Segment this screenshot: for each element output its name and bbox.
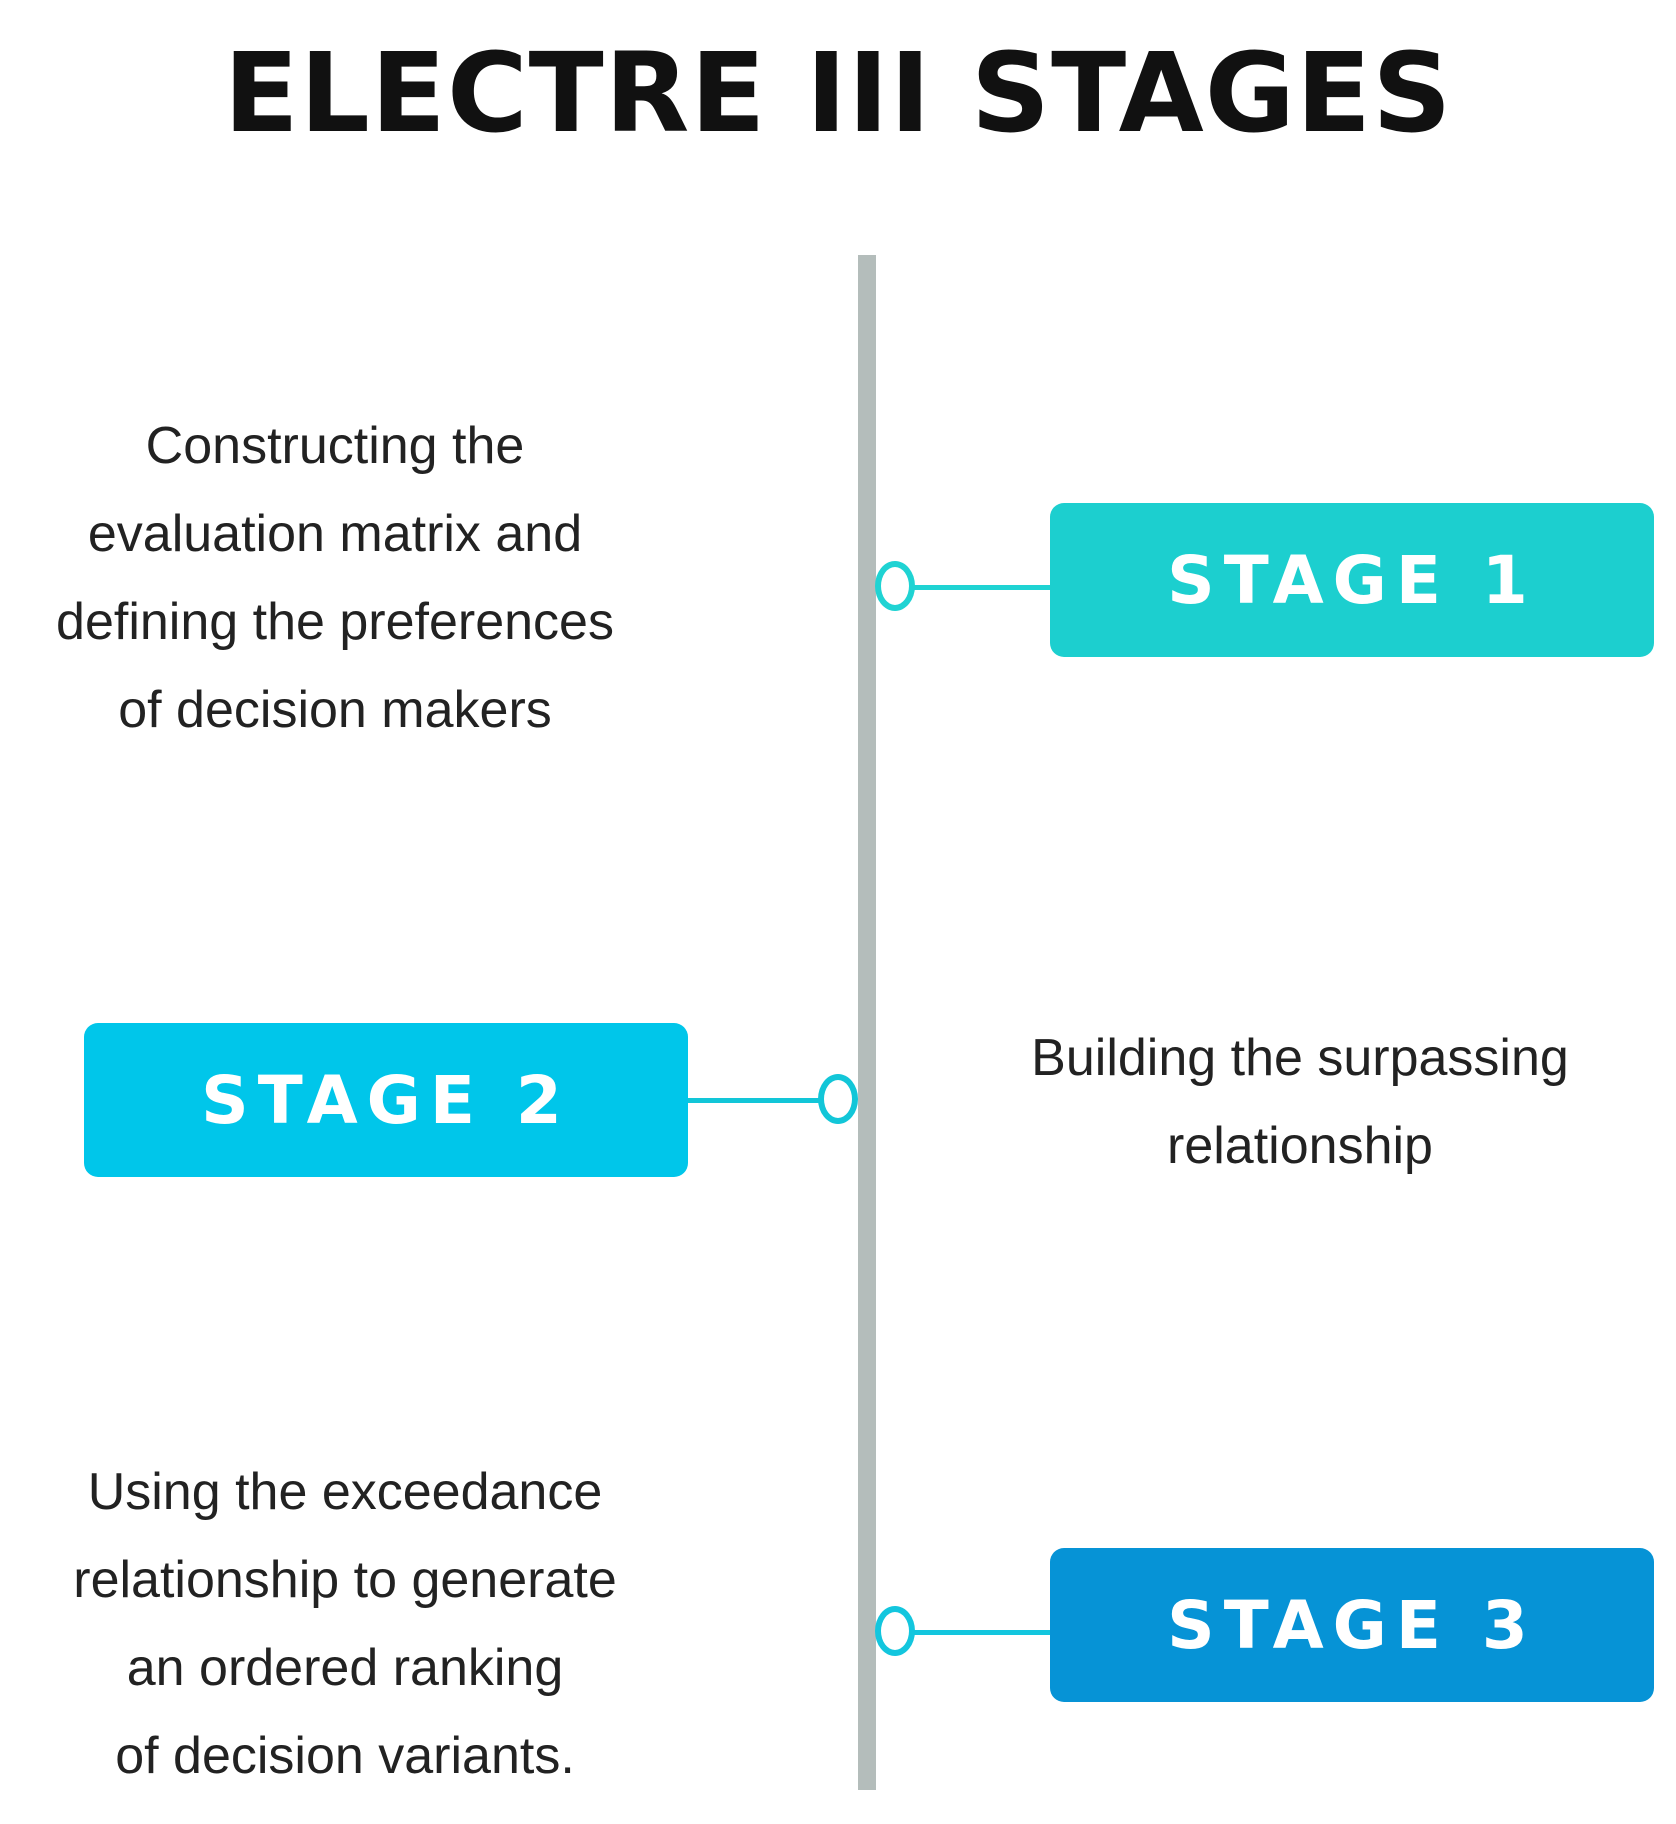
stage-2-description: Building the surpassing relationship [960, 1014, 1640, 1190]
stage-3-box: STAGE 3 [1050, 1548, 1654, 1702]
stage-2-box: STAGE 2 [84, 1023, 688, 1177]
stage-2-connector [688, 1098, 828, 1103]
stage-3-connector [910, 1630, 1050, 1635]
stage-1-description-line: of decision makers [118, 681, 552, 739]
stage-3-node [875, 1606, 915, 1656]
stage-1-connector [910, 585, 1050, 590]
stage-3-description-line: Using the exceedance [87, 1463, 603, 1521]
stage-1-node [875, 561, 915, 611]
stage-3-description-line: of decision variants. [115, 1727, 575, 1785]
stage-3-description-line: an ordered ranking [126, 1639, 564, 1697]
stage-2-description-line: Building the surpassing [1031, 1029, 1569, 1087]
stage-3-label: STAGE 3 [1167, 1586, 1537, 1664]
stage-1-description-line: Constructing the [145, 417, 525, 475]
stage-2-description-line: relationship [1167, 1117, 1433, 1175]
stage-2-label: STAGE 2 [201, 1061, 571, 1139]
timeline-axis [858, 255, 876, 1790]
stage-1-description: Constructing the evaluation matrix and d… [0, 402, 670, 754]
stage-1-description-line: evaluation matrix and [87, 505, 583, 563]
stage-1-box: STAGE 1 [1050, 503, 1654, 657]
stage-3-description: Using the exceedance relationship to gen… [10, 1448, 680, 1800]
stage-3-description-line: relationship to generate [73, 1551, 617, 1609]
stage-1-description-line: defining the preferences [56, 593, 614, 651]
stage-2-node [818, 1074, 858, 1124]
diagram-title: ELECTRE III STAGES [223, 29, 1453, 157]
stage-1-label: STAGE 1 [1167, 541, 1537, 619]
